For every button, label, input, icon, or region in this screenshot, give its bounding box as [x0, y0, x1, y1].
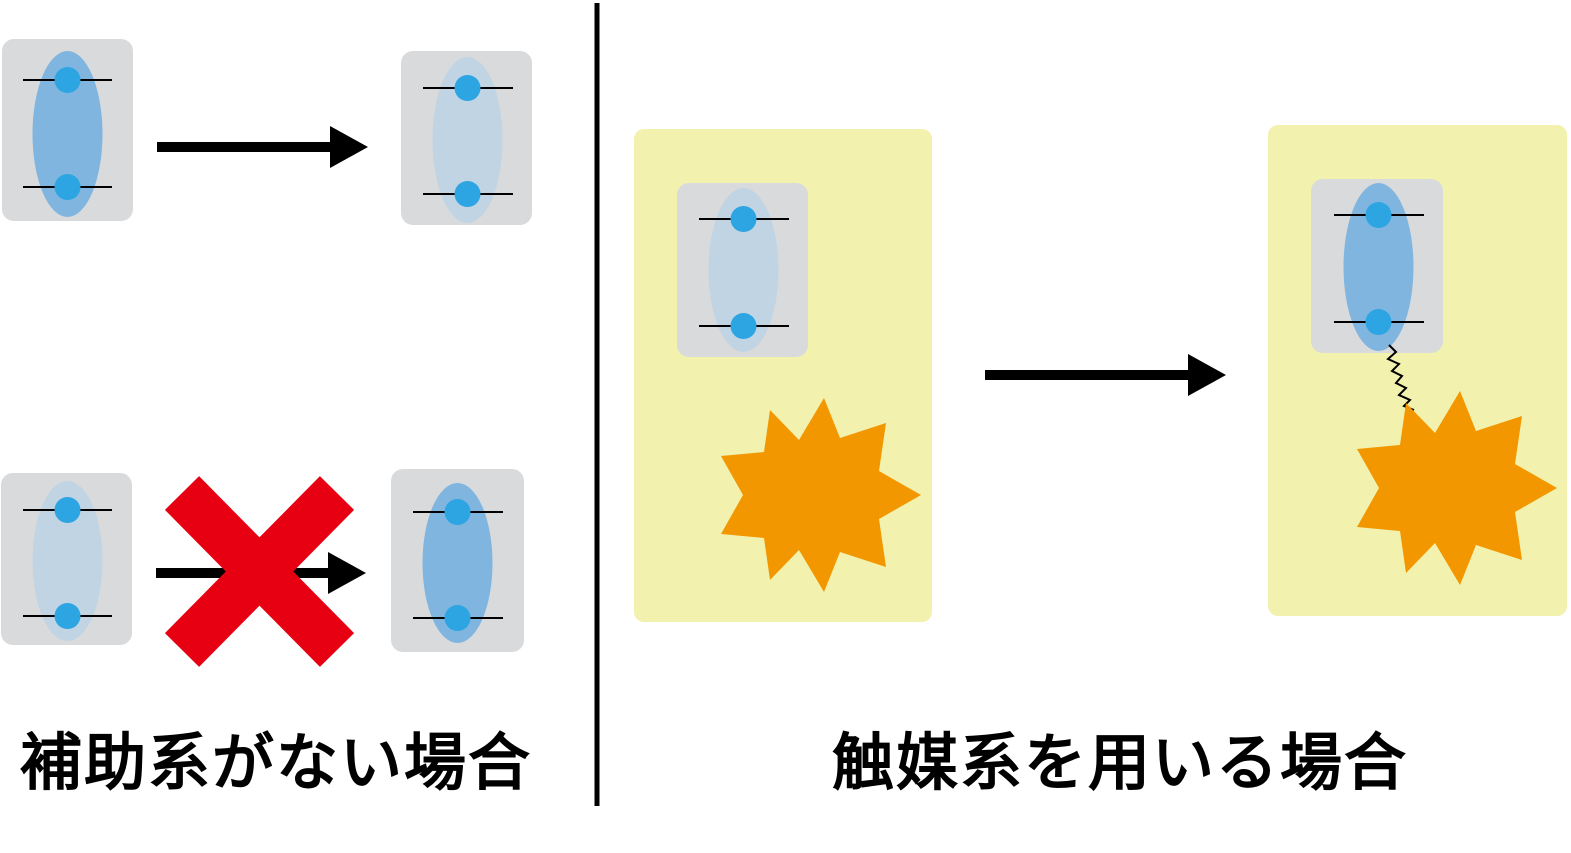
caption-with-catalyst: 触媒系を用いる場合: [832, 726, 1409, 799]
catalyst-system-before: [634, 129, 932, 622]
molecule-box-bottom-right: [391, 469, 524, 652]
orbital-dark: [32, 51, 103, 217]
star-burst-icon: [721, 398, 921, 592]
orbital-light: [708, 188, 779, 352]
molecule-box-catalyst-after: [1311, 179, 1443, 353]
orbital-light: [432, 57, 503, 223]
electron-dot: [454, 181, 481, 207]
molecule-box-catalyst-before: [677, 183, 808, 357]
electron-dot: [444, 605, 471, 631]
catalyst-system-after: [1268, 125, 1567, 616]
electron-dot: [730, 206, 757, 232]
molecule-box-top-left: [2, 39, 133, 221]
orbital-dark: [1343, 183, 1414, 351]
forbidden-cross-icon: [164, 476, 355, 667]
caption-without-system: 補助系がない場合: [20, 726, 533, 799]
orbital-dark: [422, 483, 493, 643]
electron-dot: [454, 75, 481, 101]
electron-dot: [730, 313, 757, 339]
molecule-box-bottom-left: [1, 473, 132, 645]
right-arrow-icon: [157, 126, 368, 168]
electron-dot: [54, 497, 81, 523]
molecule-box-top-right: [401, 51, 532, 225]
electron-dot: [1365, 309, 1392, 335]
orbital-light: [32, 481, 103, 641]
electron-dot: [1365, 202, 1392, 228]
zigzag-icon: [1386, 344, 1415, 411]
electron-dot: [444, 499, 471, 525]
star-burst-icon: [1357, 391, 1557, 585]
electron-dot: [54, 603, 81, 629]
electron-dot: [54, 174, 81, 200]
electron-dot: [54, 67, 81, 93]
right-arrow-icon: [985, 354, 1226, 396]
